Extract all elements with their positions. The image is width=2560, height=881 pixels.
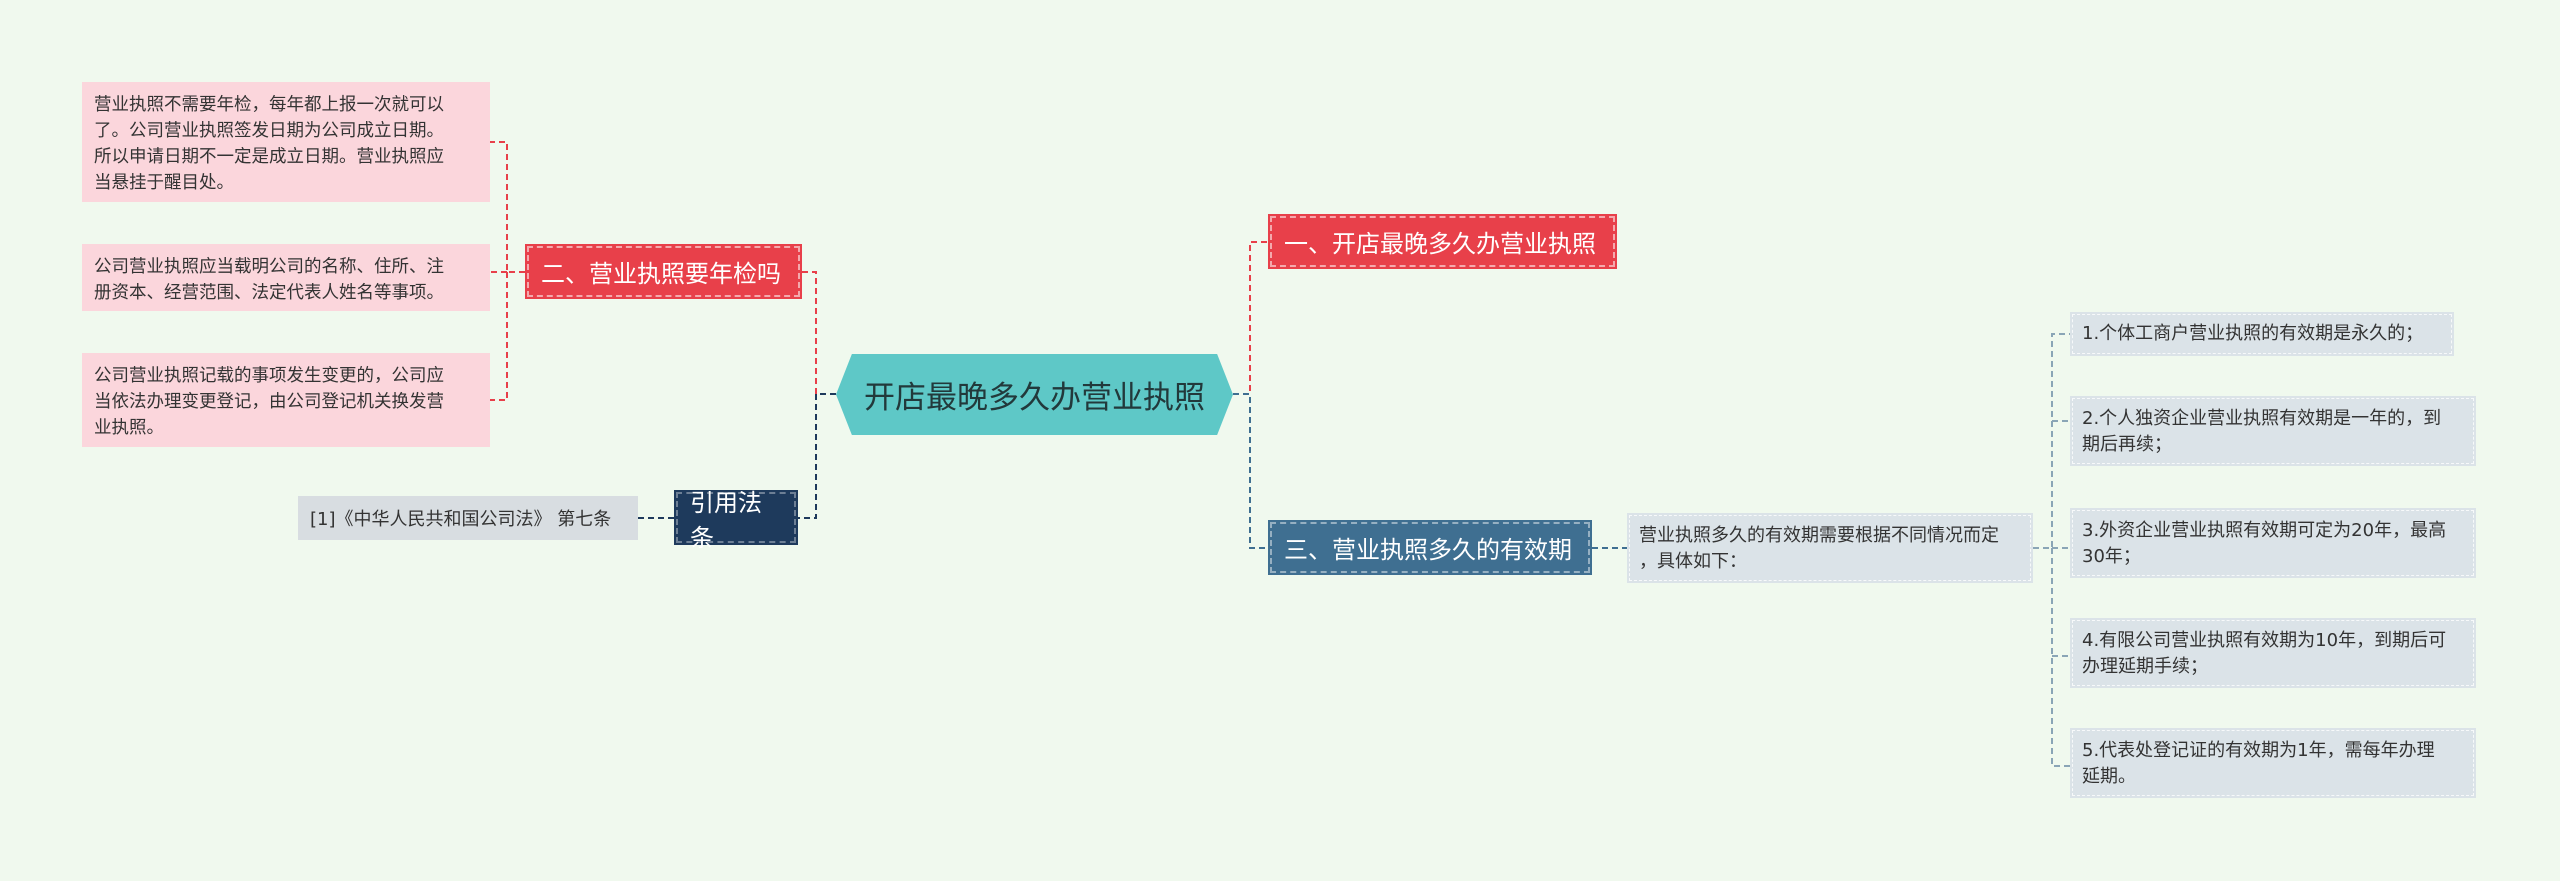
leaf-text: 营业执照多久的有效期需要根据不同情况而定 ，具体如下： [1639,525,1999,572]
leaf-text: 5.代表处登记证的有效期为1年，需每年办理 延期。 [2082,740,2435,787]
leaf-annual-inspection-1[interactable]: 营业执照不需要年检，每年都上报一次就可以 了。公司营业执照签发日期为公司成立日期… [82,82,490,202]
branch-validity-period[interactable]: 三、营业执照多久的有效期 [1268,520,1592,575]
leaf-text: [1]《中华人民共和国公司法》 第七条 [310,509,612,530]
root-topic[interactable]: 开店最晚多久办营业执照 [836,354,1233,435]
leaf-reference-law[interactable]: [1]《中华人民共和国公司法》 第七条 [298,496,638,540]
connector-root-b2 [802,271,836,395]
branch-references[interactable]: 引用法条 [674,489,798,552]
leaf-text: 4.有限公司营业执照有效期为10年，到期后可 办理延期手续； [2082,630,2447,677]
leaf-text: 公司营业执照记载的事项发生变更的，公司应 当依法办理变更登记，由公司登记机关换发… [94,366,444,438]
connector-summary-items [2033,333,2070,767]
branch-when-to-register[interactable]: 一、开店最晚多久办营业执照 [1268,214,1617,269]
leaf-validity-item-2[interactable]: 2.个人独资企业营业执照有效期是一年的，到 期后再续； [2070,396,2476,466]
branch-label: 引用法条 [690,488,762,552]
leaf-validity-item-4[interactable]: 4.有限公司营业执照有效期为10年，到期后可 办理延期手续； [2070,618,2476,688]
leaf-text: 2.个人独资企业营业执照有效期是一年的，到 期后再续； [2082,408,2442,455]
leaf-validity-item-5[interactable]: 5.代表处登记证的有效期为1年，需每年办理 延期。 [2070,728,2476,798]
root-topic-label: 开店最晚多久办营业执照 [864,380,1205,416]
connector-root-ref [798,393,836,519]
branch-label: 二、营业执照要年检吗 [541,260,781,288]
branch-label: 三、营业执照多久的有效期 [1284,536,1572,564]
leaf-validity-item-3[interactable]: 3.外资企业营业执照有效期可定为20年，最高 30年； [2070,508,2476,578]
branch-label: 一、开店最晚多久办营业执照 [1284,230,1596,258]
connector-root-b1 [1233,241,1268,395]
leaf-text: 营业执照不需要年检，每年都上报一次就可以 了。公司营业执照签发日期为公司成立日期… [94,95,444,193]
leaf-annual-inspection-2[interactable]: 公司营业执照应当载明公司的名称、住所、注 册资本、经营范围、法定代表人姓名等事项… [82,244,490,311]
leaf-annual-inspection-3[interactable]: 公司营业执照记载的事项发生变更的，公司应 当依法办理变更登记，由公司登记机关换发… [82,353,490,447]
leaf-validity-summary[interactable]: 营业执照多久的有效期需要根据不同情况而定 ，具体如下： [1627,513,2033,583]
connector-b2-leaves [490,141,525,401]
leaf-text: 3.外资企业营业执照有效期可定为20年，最高 30年； [2082,520,2447,567]
leaf-text: 1.个体工商户营业执照的有效期是永久的； [2082,323,2424,344]
branch-annual-inspection[interactable]: 二、营业执照要年检吗 [525,244,802,299]
connector-root-b3 [1233,393,1268,549]
leaf-validity-item-1[interactable]: 1.个体工商户营业执照的有效期是永久的； [2070,312,2454,356]
leaf-text: 公司营业执照应当载明公司的名称、住所、注 册资本、经营范围、法定代表人姓名等事项… [94,257,444,303]
